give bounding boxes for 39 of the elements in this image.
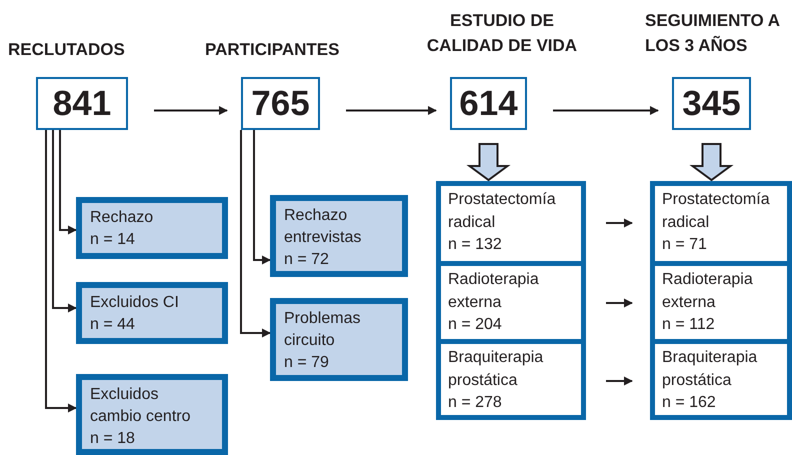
arrow xyxy=(52,130,77,312)
count-label: n = 14 xyxy=(90,230,136,250)
count-label: n = 112 xyxy=(662,315,716,335)
count-label: n = 71 xyxy=(662,235,708,255)
exclusion-box xyxy=(76,197,228,259)
count-label: n = 18 xyxy=(90,429,136,449)
column-heading: SEGUIMIENTO A LOS 3 AÑOS xyxy=(645,10,780,57)
arrow xyxy=(253,130,271,264)
arrow xyxy=(606,376,633,386)
exclusion-box xyxy=(76,374,228,455)
count-box: 614 xyxy=(450,77,527,130)
column-heading: ESTUDIO DE CALIDAD DE VIDA xyxy=(426,10,578,57)
block-arrow xyxy=(466,143,511,182)
arrow xyxy=(240,130,271,338)
block-arrow xyxy=(689,143,734,182)
column-heading: RECLUTADOS xyxy=(8,39,126,61)
count-box: 841 xyxy=(36,77,128,130)
arrow xyxy=(606,218,633,228)
arrow xyxy=(154,106,228,115)
count-label: n = 204 xyxy=(448,315,503,335)
column-heading: PARTICIPANTES xyxy=(205,39,340,61)
box-title: Excluidos CI xyxy=(90,293,180,313)
arrow xyxy=(45,130,77,412)
count-box: 345 xyxy=(672,77,751,130)
box-title: Rechazo xyxy=(90,208,154,228)
count-label: n = 79 xyxy=(284,353,330,373)
count-label: n = 162 xyxy=(662,393,717,413)
count-label: n = 44 xyxy=(90,315,136,335)
count-label: n = 278 xyxy=(448,393,503,413)
exclusion-box xyxy=(76,282,228,344)
exclusion-box xyxy=(270,195,408,277)
exclusion-box xyxy=(270,298,408,381)
count-label: n = 132 xyxy=(448,235,503,255)
arrow xyxy=(553,106,659,115)
count-label: n = 72 xyxy=(284,250,330,270)
arrow xyxy=(606,298,633,308)
count-box: 765 xyxy=(241,77,320,130)
arrow xyxy=(346,106,437,115)
arrow xyxy=(59,130,77,234)
